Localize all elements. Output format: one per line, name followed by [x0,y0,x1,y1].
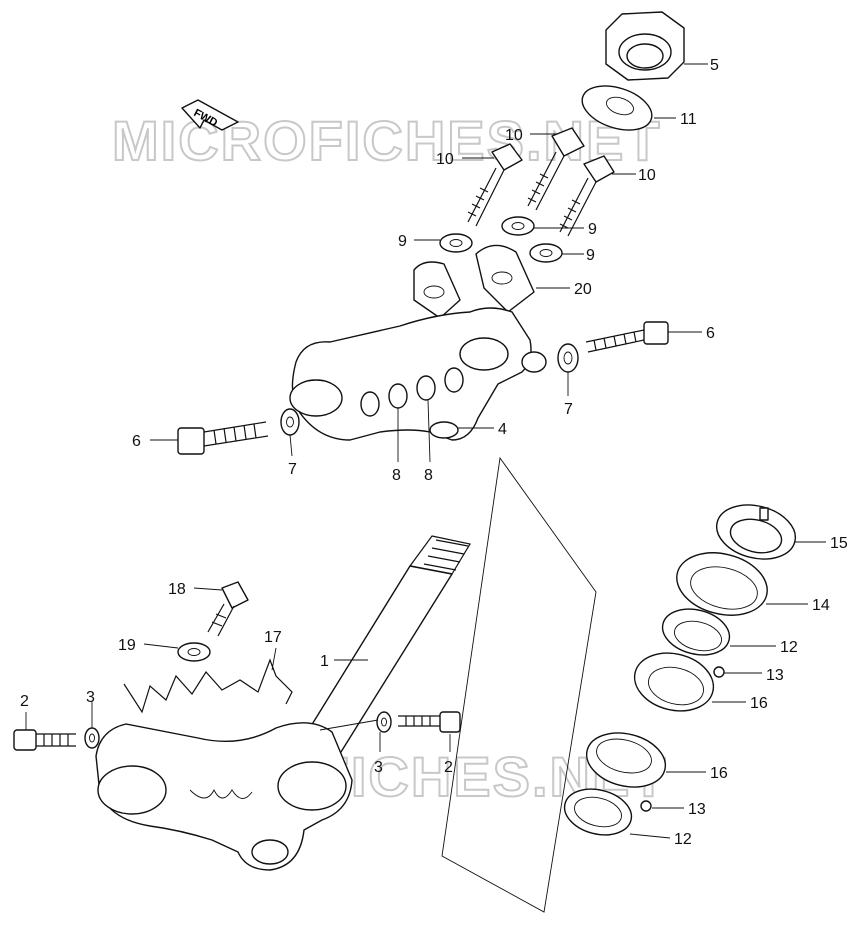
callout-12-upper: 12 [780,639,798,656]
callout-19: 19 [118,637,136,654]
part-7-washer-right [557,343,579,373]
part-20-handlebar-holder [413,244,535,319]
part-14-dust-seal [676,552,768,616]
part-4-upper-bracket [289,307,547,441]
callout-10-left: 10 [436,151,454,168]
part-16-bearing-upper [633,652,715,712]
part-13-ball-lower [640,800,652,812]
callout-11: 11 [680,111,697,128]
callout-13-upper: 13 [766,667,784,684]
callout-15: 15 [830,535,848,552]
callout-9-right: 9 [588,221,597,238]
part-19-washer [177,642,211,662]
callout-17: 17 [264,629,282,646]
part-5-nut [605,11,685,81]
callout-3-right: 3 [374,759,383,776]
callout-16-lower: 16 [710,765,728,782]
part-3-washer-left [84,727,100,749]
callout-8-left: 8 [392,467,401,484]
leader-lines [25,63,826,839]
part-18-bolt [207,581,249,637]
callout-3-left: 3 [86,689,95,706]
callout-4: 4 [498,421,507,438]
callout-8-right: 8 [424,467,433,484]
part-12-bearing-race-lower [563,788,633,836]
part-16-bearing-lower [585,732,667,788]
callout-7-right: 7 [564,401,573,418]
callout-20: 20 [574,281,592,298]
callout-2-right: 2 [444,759,453,776]
callout-16-upper: 16 [750,695,768,712]
callout-10-right: 10 [638,167,656,184]
callout-2-left: 2 [20,693,29,710]
callout-18: 18 [168,581,186,598]
callout-1: 1 [320,653,329,670]
part-13-ball-upper [713,666,725,678]
callout-14: 14 [812,597,830,614]
callout-10-middle: 10 [505,127,523,144]
part-9-washer-c [529,243,563,263]
part-2-bolt-left [13,729,76,751]
callout-6-left: 6 [132,433,141,450]
part-7-washer-left [280,408,300,436]
part-10-bolt-left [467,143,523,227]
part-17-wire-clamp [123,658,293,714]
part-10-bolt-right [559,155,615,237]
part-6-bolt-right [585,321,669,353]
callout-13-lower: 13 [688,801,706,818]
part-2-bolt-right [398,711,461,733]
part-9-washer-b [501,216,535,236]
part-12-bearing-race-upper [661,608,731,656]
callout-9-left: 9 [398,233,407,250]
part-10-bolt-middle [527,127,585,211]
part-lower-bracket [95,722,353,871]
callout-7-left: 7 [288,461,297,478]
callout-6-right: 6 [706,325,715,342]
fwd-arrow-icon: FWD [181,99,239,131]
callout-5: 5 [710,57,719,74]
callout-9-lower: 9 [586,247,595,264]
part-9-washer-a [439,233,473,253]
part-3-washer-right [376,711,392,733]
callout-12-lower: 12 [674,831,692,848]
exploded-view-frame [441,456,597,913]
part-6-bolt-left [177,421,269,455]
part-11-washer [581,85,653,131]
